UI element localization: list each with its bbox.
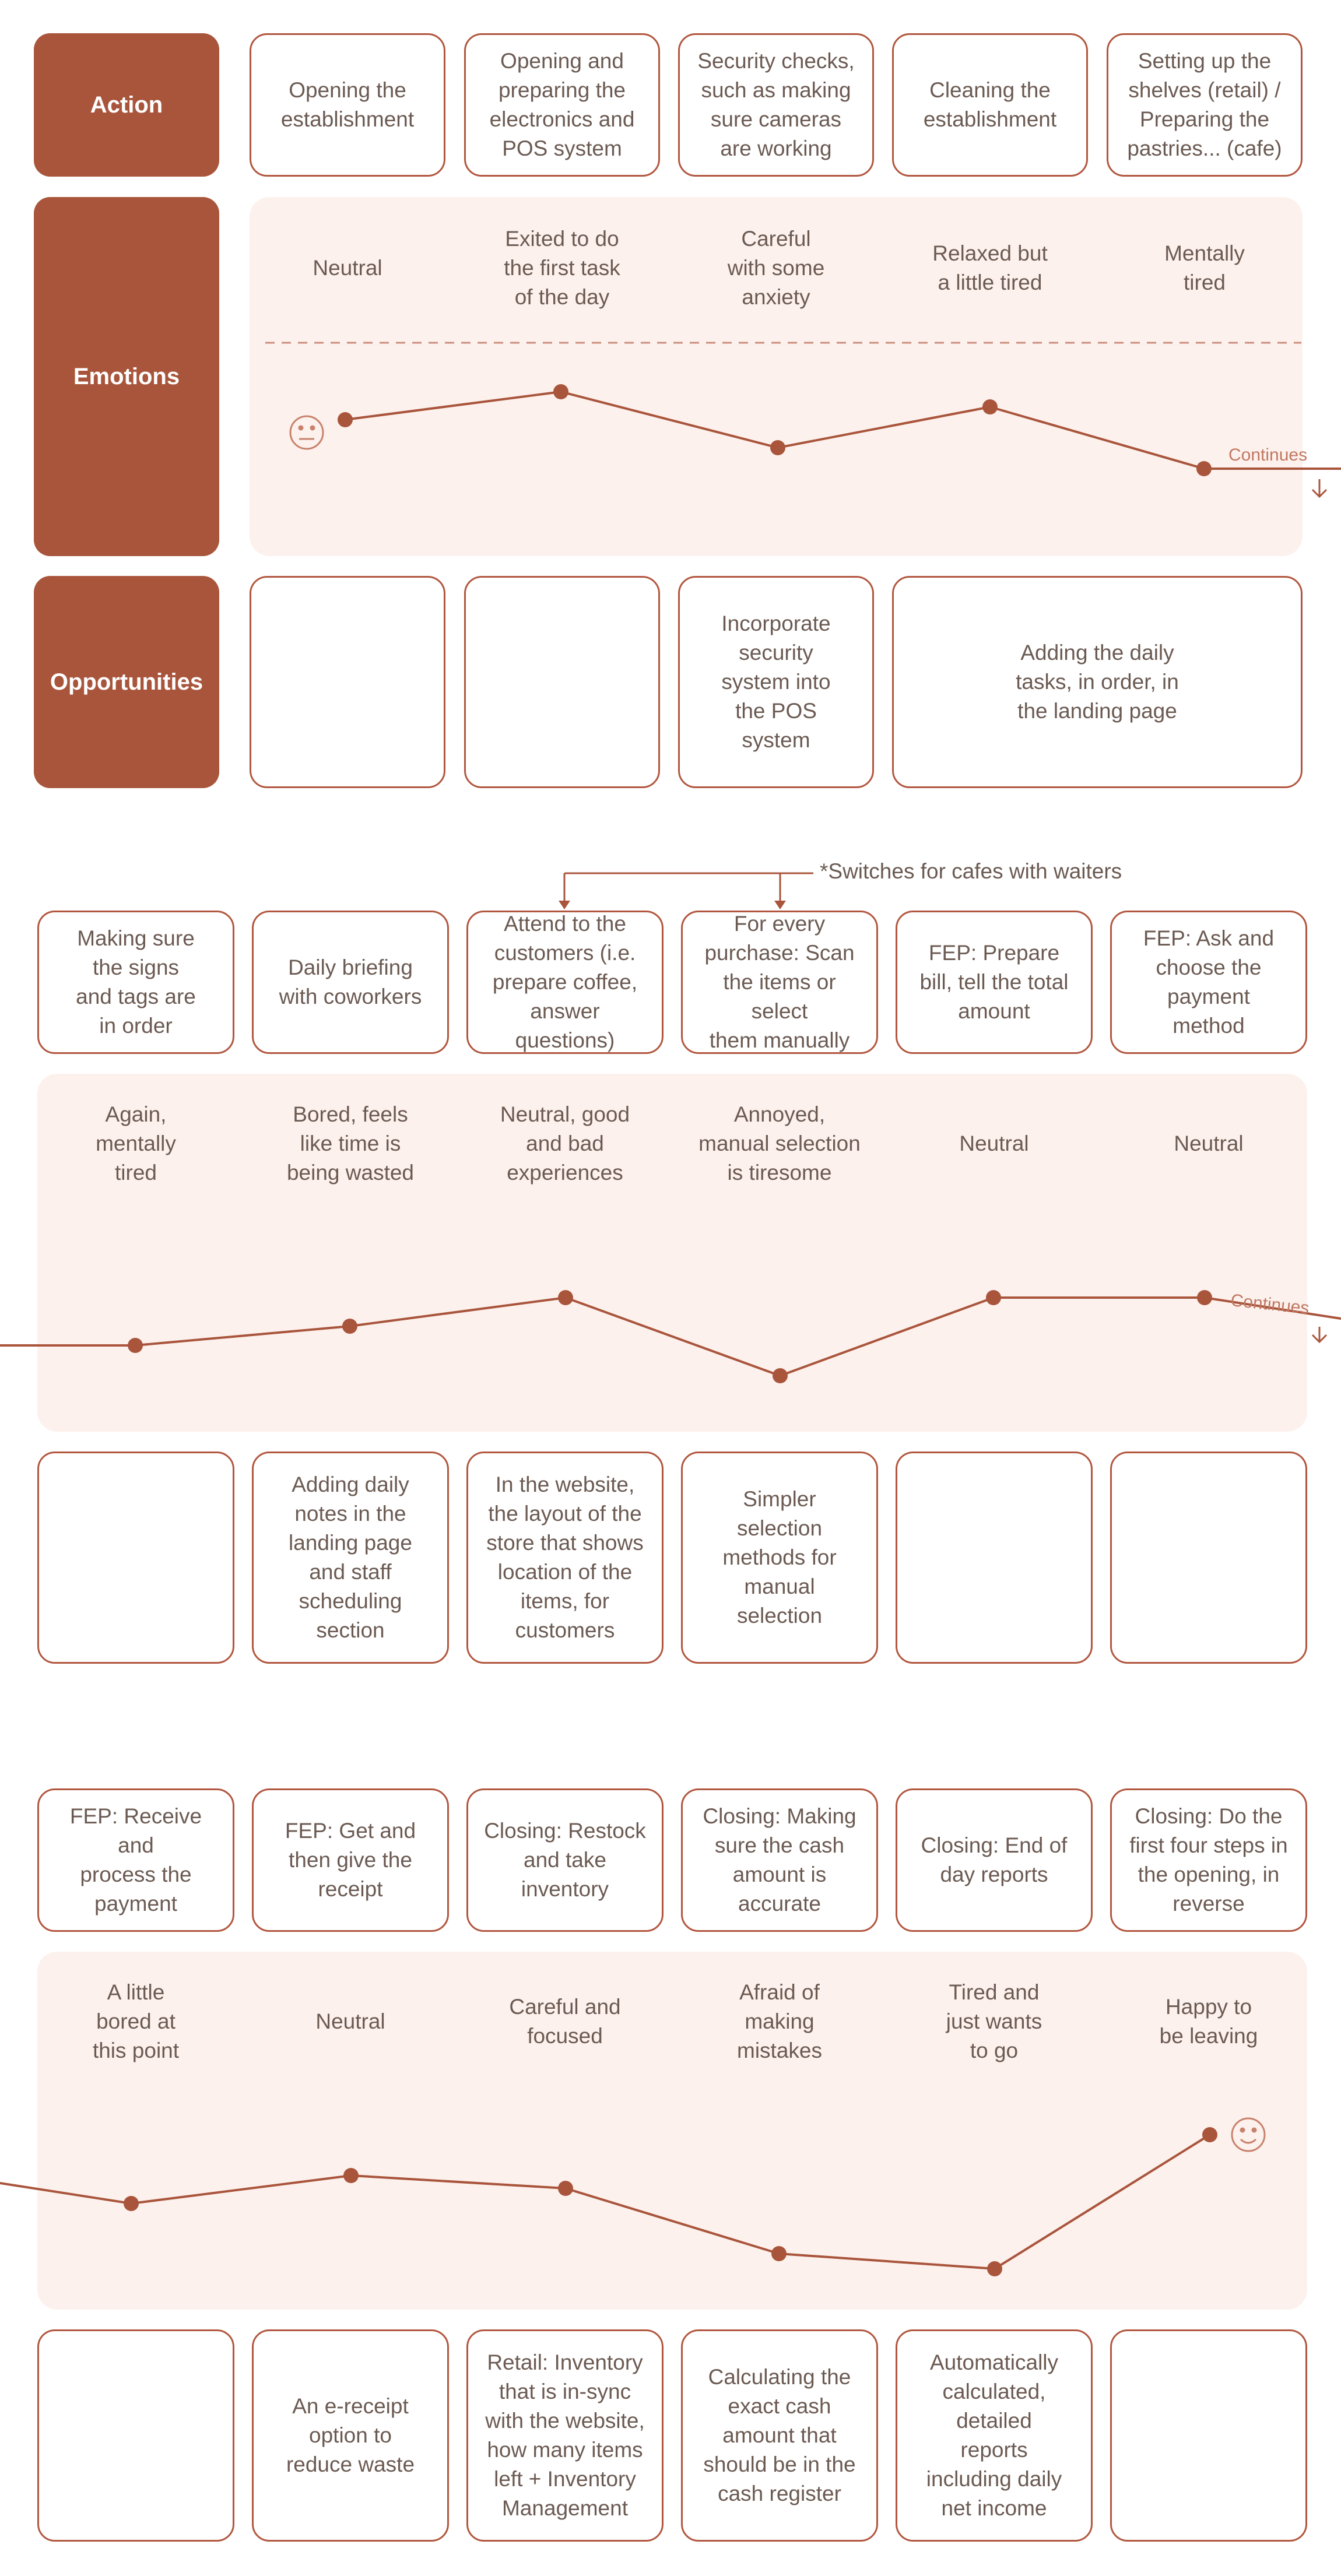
action-card: Attend to the customers (i.e. prepare co… (466, 911, 664, 1054)
opportunity-card: Calculating the exact cash amount that s… (681, 2329, 878, 2542)
action-card: For every purchase: Scan the items or se… (681, 911, 878, 1054)
action-card: FEP: Receive and process the payment (37, 1788, 234, 1932)
emotion-text: A little bored at this point (92, 1980, 180, 2062)
arrow-down-icon (1311, 1327, 1328, 1344)
emotion-text: Neutral (313, 256, 382, 280)
action-card: Closing: End of day reports (896, 1788, 1093, 1932)
emotion-point (1202, 2127, 1217, 2142)
emotion-text: Bored, feels like time is being wasted (286, 1102, 415, 1185)
opportunity-card: An e-receipt option to reduce waste (252, 2329, 449, 2542)
emotion-text: Neutral (959, 1131, 1029, 1156)
emotion-point (1196, 461, 1212, 476)
action-label: Action (34, 33, 219, 177)
emotion-point (982, 399, 998, 414)
emotion-point (342, 1319, 357, 1334)
emotions-label: Emotions (34, 197, 219, 556)
emotion-point (124, 2196, 139, 2211)
smiley-face-icon (1231, 2117, 1266, 2152)
opportunity-card (896, 1452, 1093, 1664)
opportunity-card (1110, 2329, 1307, 2542)
action-card: Cleaning the establishment (892, 33, 1088, 177)
action-card: Daily briefing with coworkers (252, 911, 449, 1054)
emotion-point (986, 1290, 1001, 1305)
emotion-curve (0, 1296, 1341, 1377)
connector-arrowhead (559, 901, 570, 909)
opportunity-card: Retail: Inventory that is in-sync with t… (466, 2329, 664, 2542)
opportunity-card (1110, 1452, 1307, 1664)
emotion-point (128, 1338, 143, 1353)
emotion-text: Neutral (1174, 1131, 1244, 1156)
action-card: Setting up the shelves (retail) / Prepar… (1107, 33, 1303, 177)
emotions-band (250, 197, 1303, 556)
emotion-point (338, 412, 353, 427)
action-card: Closing: Restock and take inventory (466, 1788, 664, 1932)
arrow-down-icon (1311, 479, 1328, 498)
emotion-text: Afraid of making mistakes (737, 1980, 822, 2062)
action-card: Opening and preparing the electronics an… (464, 33, 660, 177)
emotion-text: Happy to be leaving (1159, 1995, 1258, 2048)
neutral-face-icon (289, 415, 324, 450)
emotions-band (37, 1074, 1307, 1432)
waiters-note: *Switches for cafes with waiters (820, 859, 1122, 883)
emotion-point (553, 384, 568, 399)
emotion-point (987, 2261, 1002, 2276)
emotion-text: Neutral, good and bad experiences (500, 1102, 630, 1185)
emotion-text: Careful and focused (509, 1995, 621, 2048)
emotion-text: Mentally tired (1164, 241, 1245, 294)
emotion-curve (345, 390, 1341, 470)
opportunity-card: Simpler selection methods for manual sel… (681, 1452, 878, 1664)
opportunity-card: Incorporate security system into the POS… (678, 576, 874, 788)
opportunity-card (250, 576, 445, 788)
emotion-text: Relaxed but a little tired (932, 241, 1048, 294)
action-card: Security checks, such as making sure cam… (678, 33, 874, 177)
opportunity-card: Adding the daily tasks, in order, in the… (892, 576, 1303, 788)
emotions-band (37, 1952, 1307, 2310)
connector-arrowhead (774, 901, 786, 909)
emotion-point (771, 2246, 787, 2261)
emotion-text: Tired and just wants to go (946, 1980, 1042, 2062)
emotion-curve (0, 2134, 1211, 2271)
emotion-text: Careful with some anxiety (727, 227, 825, 309)
opportunity-card: Adding daily notes in the landing page a… (252, 1452, 449, 1664)
emotion-point (558, 2181, 573, 2196)
emotion-text: Exited to do the first task of the day (504, 227, 620, 309)
emotion-point (343, 2168, 359, 2183)
continues-label: Continues (1228, 445, 1307, 465)
action-card: FEP: Get and then give the receipt (252, 1788, 449, 1932)
emotion-text: Again, mentally tired (96, 1102, 176, 1185)
opportunity-card: In the website, the layout of the store … (466, 1452, 664, 1664)
switch-connector (563, 872, 813, 902)
opportunity-card (464, 576, 660, 788)
action-card: FEP: Prepare bill, tell the total amount (896, 911, 1093, 1054)
emotion-point (773, 1368, 788, 1383)
emotion-point (558, 1290, 573, 1305)
opportunity-card (37, 2329, 234, 2542)
emotion-point (1197, 1290, 1212, 1305)
action-card: Closing: Do the first four steps in the … (1110, 1788, 1307, 1932)
continues-label: Continues (1230, 1291, 1310, 1318)
action-card: Making sure the signs and tags are in or… (37, 911, 234, 1054)
emotion-text: Annoyed, manual selection is tiresome (698, 1102, 861, 1185)
opportunity-card: Automatically calculated, detailed repor… (896, 2329, 1093, 2542)
emotion-point (770, 440, 785, 455)
emotion-text: Neutral (315, 2009, 385, 2034)
opportunities-label: Opportunities (34, 576, 219, 788)
action-card: Opening the establishment (250, 33, 445, 177)
action-card: FEP: Ask and choose the payment method (1110, 911, 1307, 1054)
opportunity-card (37, 1452, 234, 1664)
action-card: Closing: Making sure the cash amount is … (681, 1788, 878, 1932)
